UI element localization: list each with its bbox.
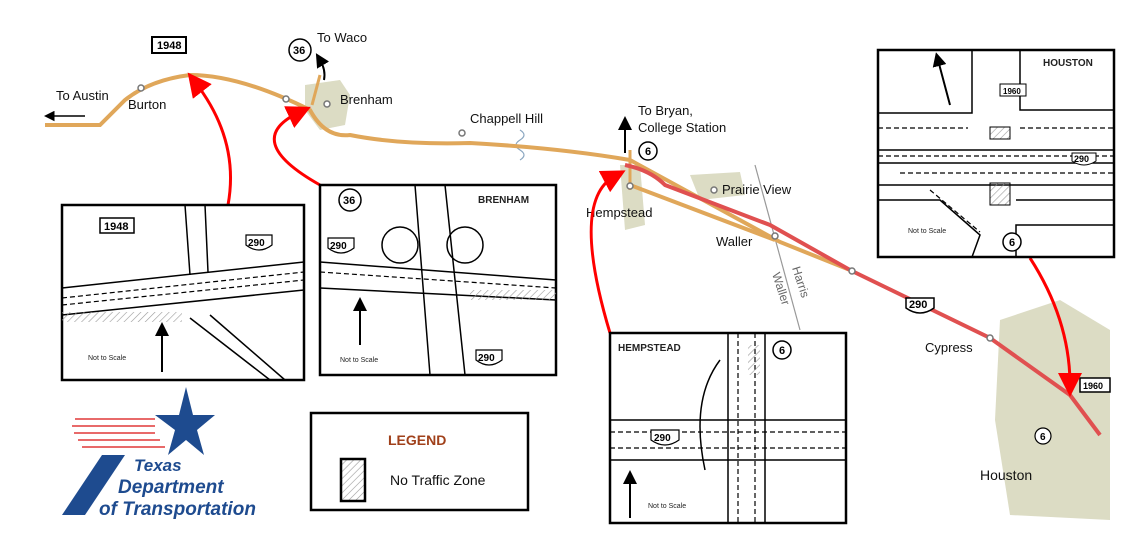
- not-to-scale-label: Not to Scale: [88, 355, 126, 362]
- not-to-scale-label: Not to Scale: [340, 357, 378, 364]
- label-chappell-hill: Chappell Hill: [470, 111, 543, 126]
- business-route: [629, 183, 776, 242]
- sh6-houston-label: 6: [1040, 432, 1046, 443]
- us290-shield-icon: [905, 297, 935, 314]
- label-college-station: College Station: [638, 120, 726, 135]
- existing-route: [45, 72, 851, 272]
- fm1948-shield-icon: [151, 36, 187, 54]
- legend: LEGEND No Traffic Zone: [309, 411, 530, 512]
- label-prairie-view: Prairie View: [722, 182, 792, 197]
- inset-houston-us290: 290: [1074, 154, 1089, 164]
- sh36-shield-icon: [288, 38, 312, 62]
- arrow-north-icon: [315, 53, 330, 81]
- inset-brenham-us290: 290: [478, 353, 495, 364]
- sh36-route: [310, 74, 322, 106]
- inset-houston: HOUSTON 1960 290 Not to Scale 6: [876, 48, 1116, 259]
- sh6-shield-icon: [638, 141, 658, 161]
- label-cypress: Cypress: [925, 340, 973, 355]
- inset-houston-sh6: 6: [1009, 237, 1015, 249]
- label-brenham: Brenham: [340, 92, 393, 107]
- inset-brenham-us290: 290: [330, 241, 347, 252]
- legend-item-label: No Traffic Zone: [390, 472, 486, 488]
- us290-label: 290: [909, 299, 927, 311]
- inset-hempstead-us290: 290: [654, 433, 671, 444]
- label-to-austin: To Austin: [56, 88, 109, 103]
- county-label-harris: Harris: [789, 265, 812, 300]
- county-label-waller: Waller: [769, 271, 793, 307]
- sh6-houston-shield-icon: [1034, 427, 1052, 445]
- inset-hempstead-sh6: 6: [779, 345, 785, 357]
- label-to-waco: To Waco: [317, 30, 367, 45]
- no-traffic-zone-swatch: [339, 457, 367, 503]
- inset-brenham-sh36: 36: [343, 195, 355, 207]
- inset-houston-title: HOUSTON: [1043, 58, 1093, 69]
- inset-hempstead-title: HEMPSTEAD: [618, 343, 681, 354]
- inset-brenham: 36 BRENHAM 290 290 Not to Scale: [318, 183, 558, 377]
- sh36-label: 36: [293, 45, 305, 57]
- legend-title: LEGEND: [388, 432, 446, 448]
- label-houston: Houston: [980, 467, 1032, 483]
- inset-hempstead: HEMPSTEAD 6 290 Not to Scale: [608, 331, 848, 525]
- svg-text:of Transportation: of Transportation: [99, 499, 256, 520]
- not-to-scale-label: Not to Scale: [908, 228, 946, 235]
- inset-brenham-title: BRENHAM: [478, 195, 529, 206]
- label-burton: Burton: [128, 97, 166, 112]
- county-line: [754, 164, 801, 331]
- svg-text:Department: Department: [118, 477, 224, 498]
- inset-houston-fm1960: 1960: [1003, 87, 1021, 96]
- callout-arrows: [187, 72, 1082, 397]
- fm1948-label: 1948: [157, 40, 181, 52]
- label-to-bryan: To Bryan,: [638, 103, 693, 118]
- inset-fm1948-us290: 290: [248, 238, 265, 249]
- town-markers: [137, 84, 994, 342]
- fm1960-label: 1960: [1083, 381, 1103, 391]
- svg-text:Texas: Texas: [134, 456, 182, 475]
- txdot-logo: Texas Department of Transportation: [62, 387, 256, 520]
- sh6-label: 6: [645, 146, 651, 158]
- inset-fm1948-shield: 1948: [104, 221, 128, 233]
- inset-fm1948: 1948 290 Not to Scale: [60, 203, 306, 382]
- not-to-scale-label: Not to Scale: [648, 503, 686, 510]
- north-arrow-icon: [932, 52, 951, 106]
- label-waller: Waller: [716, 234, 753, 249]
- label-hempstead: Hempstead: [586, 205, 652, 220]
